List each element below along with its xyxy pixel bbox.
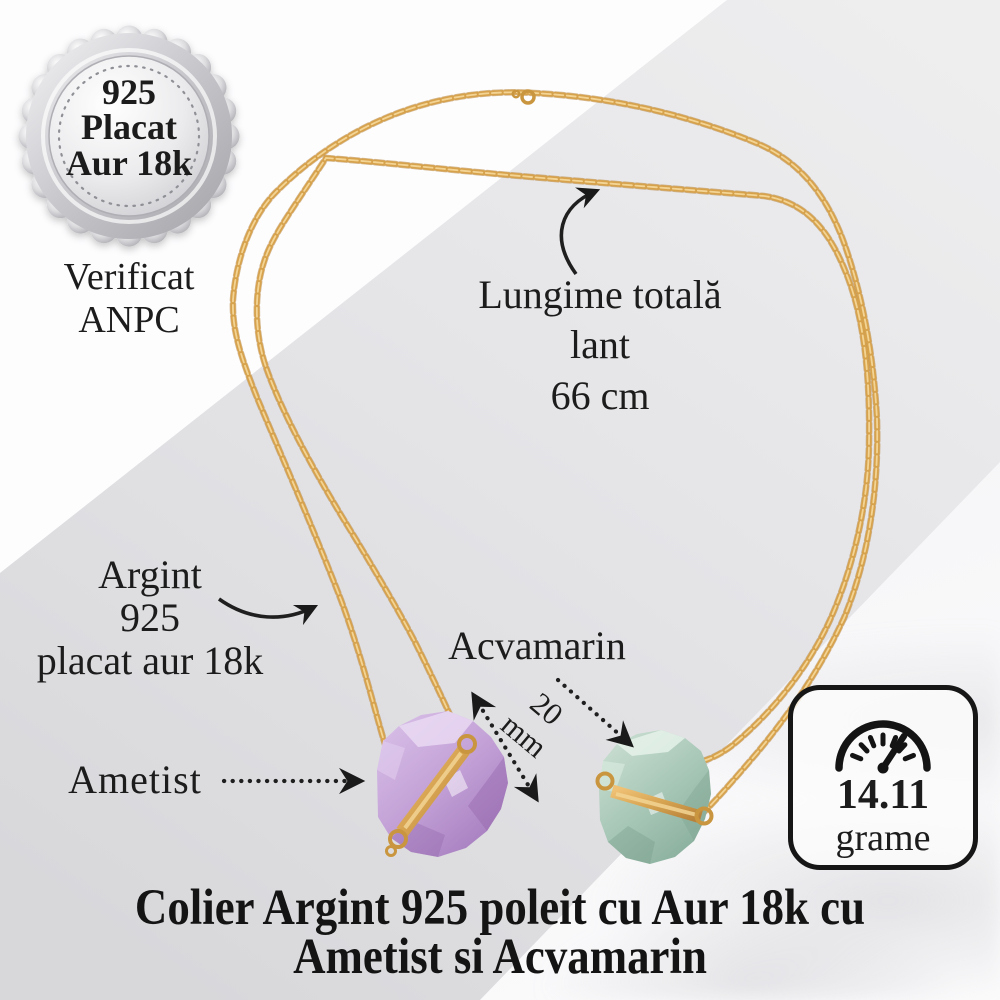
badge-text-line1: 925 [102, 72, 156, 112]
clasp [511, 89, 536, 105]
material-label: Argint 925 placat aur 18k [5, 553, 295, 683]
chain-length-line2: lant [570, 322, 630, 368]
chain-length-arrow [559, 187, 601, 276]
size-double-arrow [471, 691, 539, 803]
material-line1: Argint [98, 552, 202, 597]
badge-text-line2: Placat [81, 107, 177, 147]
material-line2: 925 [120, 595, 180, 641]
certification-badge: 925 Placat Aur 18k [18, 25, 240, 247]
gold-chain-strands [233, 91, 877, 813]
anpc-verified-label: Verificat ANPC [18, 256, 240, 341]
chain-length-line1: Lungime totală [478, 272, 722, 317]
product-title-line1: Colier Argint 925 poleit cu Aur 18k cu [134, 880, 866, 936]
acvamarin-dotted-arrow [555, 677, 634, 748]
badge-dotted-ring [57, 64, 201, 208]
gauge-needle [879, 732, 908, 772]
material-arrow [217, 597, 319, 626]
gauge-icon [835, 720, 931, 774]
aquamarine-label: Acvamarin [448, 623, 626, 668]
verified-line2: ANPC [78, 298, 180, 341]
amethyst-label: Ametist [68, 757, 202, 802]
weight-value: 14.11 [836, 772, 930, 818]
weight-badge: 14.11 grame [788, 685, 978, 870]
weight-unit: grame [835, 817, 931, 859]
verified-line1: Verificat [63, 256, 195, 298]
product-title-line2: Ametist si Acvamarin [293, 929, 707, 986]
material-line3: placat aur 18k [36, 638, 264, 684]
badge-text-line3: Aur 18k [66, 143, 192, 183]
badge-seal: 925 Placat Aur 18k [18, 25, 240, 247]
product-title: Colier Argint 925 poleit cu Aur 18k cu A… [60, 880, 940, 986]
amethyst-pendant [377, 711, 508, 857]
chain-length-label: Lungime totală lant 66 cm [400, 270, 800, 421]
chain-length-line3: 66 cm [550, 372, 650, 418]
aquamarine-pendant [595, 730, 714, 864]
